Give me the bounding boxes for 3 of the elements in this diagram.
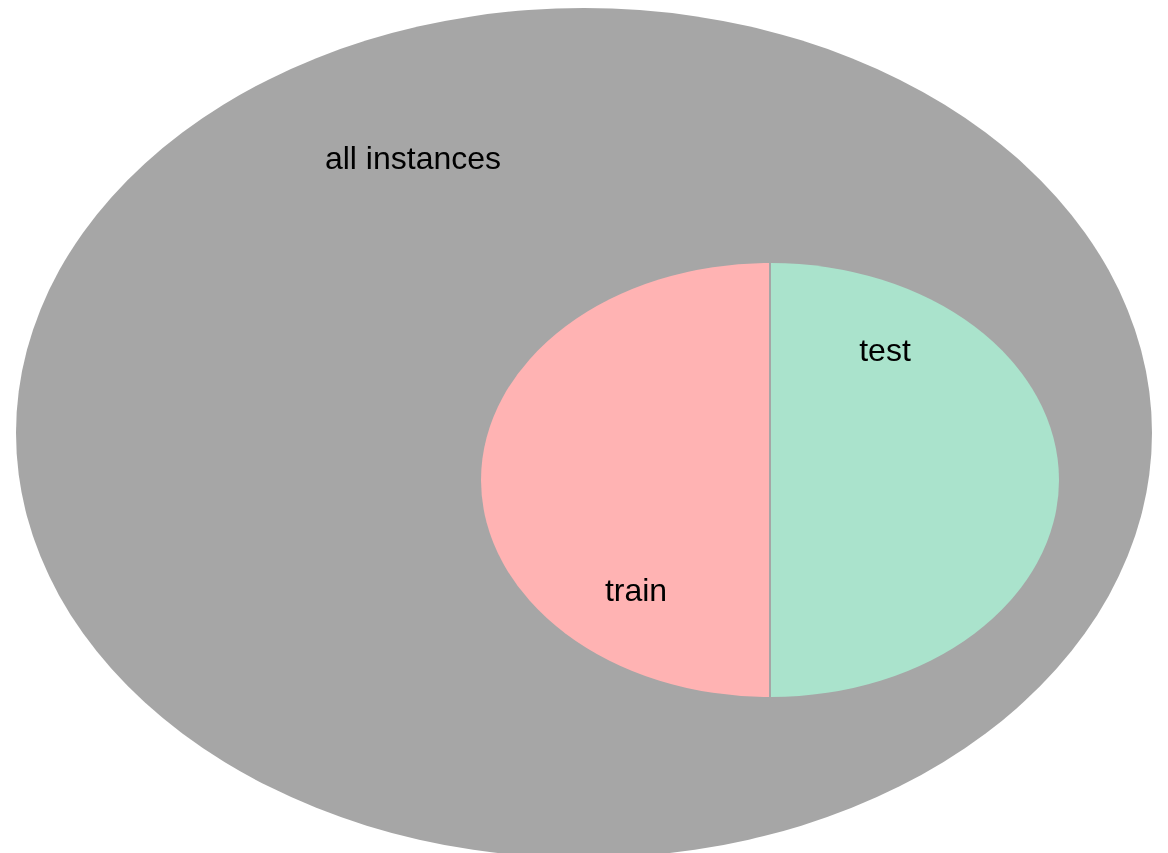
set-label: all instances	[324, 139, 502, 177]
set-label: train	[604, 571, 668, 609]
set-label: test	[859, 331, 911, 369]
